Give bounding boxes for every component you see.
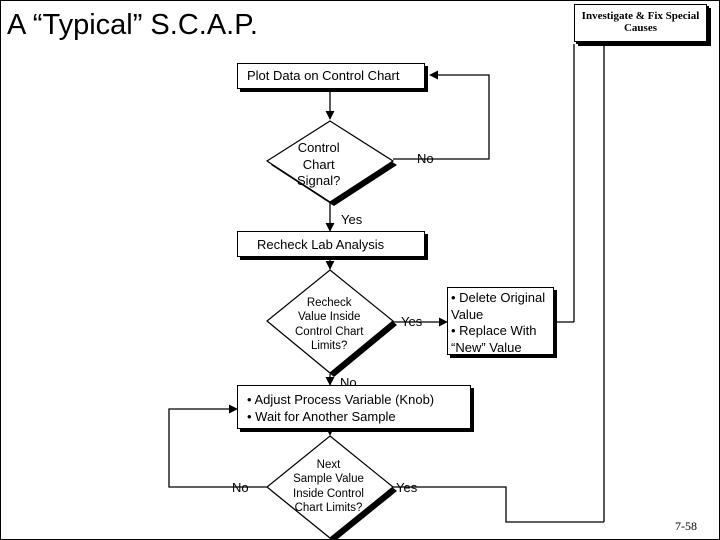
next-question-line: Next: [316, 459, 341, 471]
next-question-line: Chart Limits?: [294, 501, 363, 514]
signal-question-line: Chart: [302, 156, 335, 172]
delete-replace-item: “New” Value: [451, 339, 522, 355]
inside-yes-label: Yes: [401, 314, 423, 329]
arrow-signal-no: [393, 70, 490, 160]
next-question-line: Inside Control: [293, 487, 364, 500]
delete-replace-item: • Replace With: [451, 323, 537, 338]
delete-replace-item: • Delete Original: [451, 290, 546, 305]
inside-question-line: Value Inside: [297, 311, 361, 324]
adjust-process-box: • Adjust Process Variable (Knob) • Wait …: [237, 385, 471, 429]
adjust-process-item: • Wait for Another Sample: [247, 408, 396, 424]
inside-question-line: Control Chart: [295, 325, 364, 338]
page-number: 7-58: [675, 519, 697, 533]
inside-question-line: Recheck: [306, 297, 352, 309]
arrow-next-yes: [393, 486, 604, 523]
next-no-label: No: [232, 480, 249, 495]
inside-question-line: Limits?: [310, 339, 348, 352]
next-question-line: Sample Value: [293, 473, 364, 486]
next-question: Next Sample Value Inside Control Chart L…: [293, 458, 364, 515]
next-yes-label: Yes: [396, 480, 418, 495]
slide-title: A “Typical” S.C.A.P.: [7, 9, 258, 41]
adjust-process-list: • Adjust Process Variable (Knob) • Wait …: [247, 392, 434, 425]
recheck-lab-box: Recheck Lab Analysis: [237, 231, 425, 257]
signal-question-line: Signal?: [297, 173, 341, 188]
fix-special-causes-box: Investigate & Fix Special Causes: [574, 4, 707, 42]
signal-yes-label: Yes: [341, 212, 363, 227]
plot-data-box: Plot Data on Control Chart: [237, 63, 425, 89]
plot-data-label: Plot Data on Control Chart: [247, 68, 400, 83]
adjust-process-item: • Adjust Process Variable (Knob): [247, 392, 435, 407]
delete-replace-item: Value: [451, 306, 484, 322]
inside-diamond: [266, 269, 394, 374]
delete-replace-list: • Delete Original Value • Replace With “…: [451, 290, 545, 356]
delete-replace-box: • Delete Original Value • Replace With “…: [447, 287, 554, 355]
next-diamond: [266, 435, 394, 539]
signal-no-label: No: [417, 151, 434, 166]
arrow-next-no: [168, 404, 269, 488]
signal-diamond: [265, 120, 395, 203]
inside-question: Recheck Value Inside Control Chart Limit…: [295, 296, 363, 353]
signal-question-line: Control: [297, 140, 340, 155]
signal-question: Control Chart Signal?: [297, 140, 340, 190]
recheck-lab-label: Recheck Lab Analysis: [257, 237, 385, 252]
